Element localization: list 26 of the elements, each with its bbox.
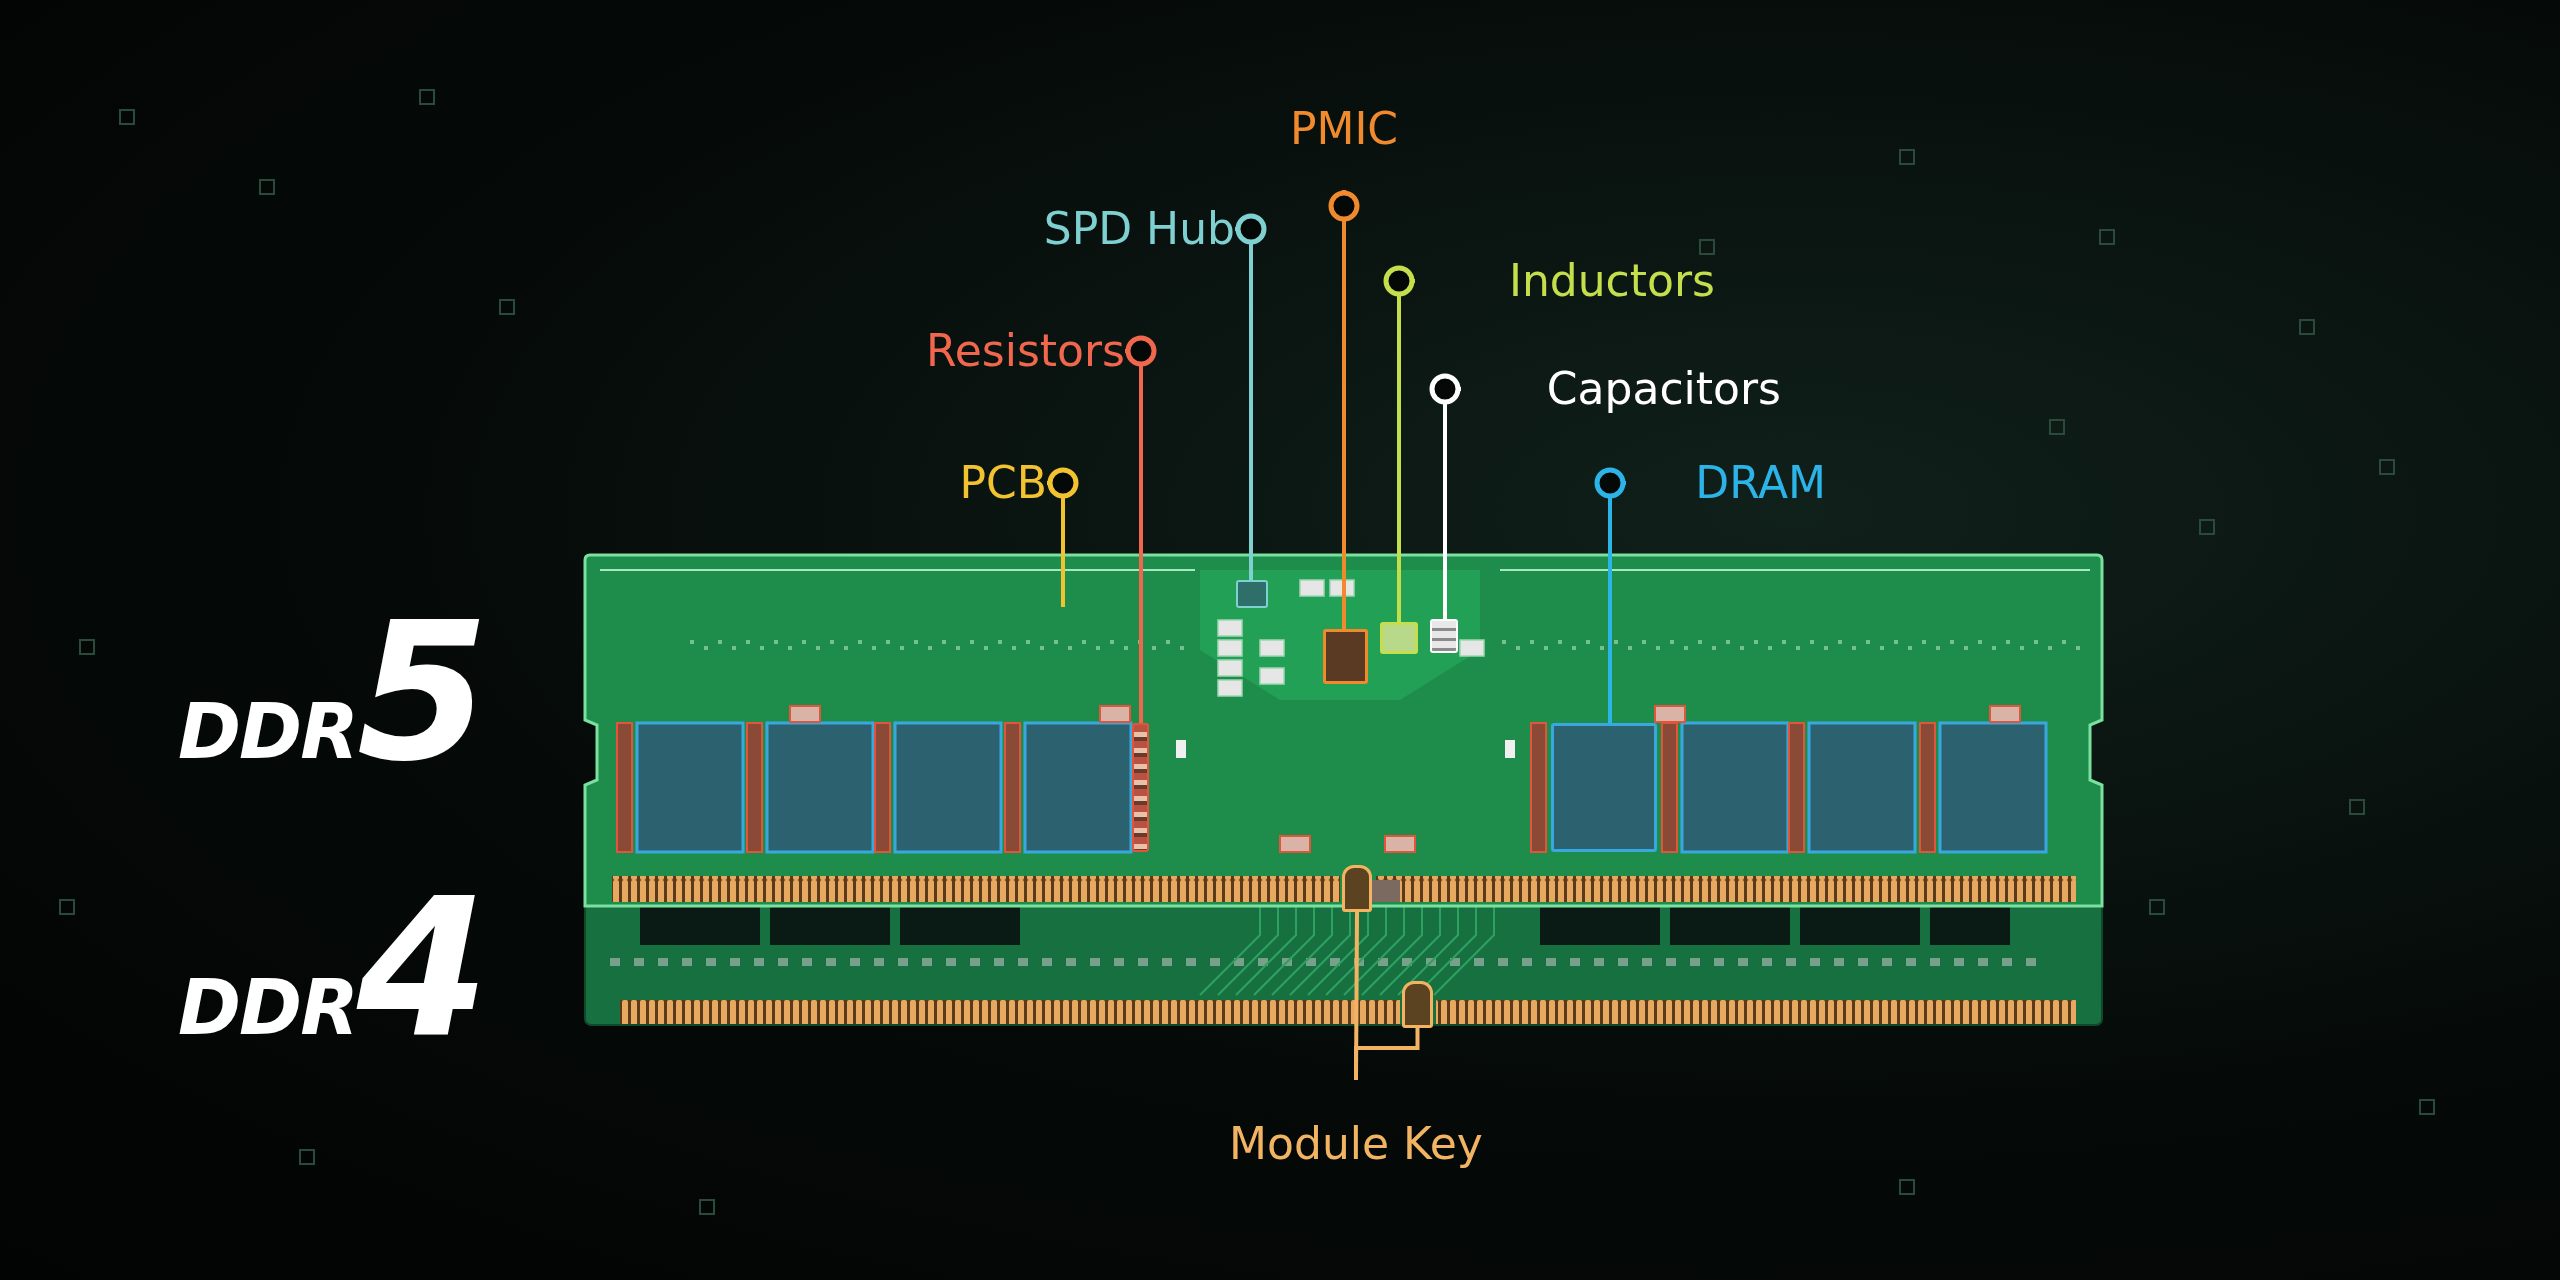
leader-line	[1235, 213, 1267, 580]
leader-line	[1354, 1028, 1420, 1080]
callout-label: Inductors	[1508, 255, 1715, 307]
leader-line	[1125, 335, 1157, 723]
callout-label: DRAM	[1695, 457, 1826, 509]
module-type-label: DDR4	[178, 874, 489, 1064]
pmic-chip	[1323, 629, 1368, 684]
resistor-array	[1132, 723, 1149, 852]
callout-label: Capacitors	[1546, 363, 1781, 415]
dram-chip	[1551, 723, 1657, 852]
module-key-notch	[1342, 865, 1372, 912]
leader-line	[1383, 265, 1415, 622]
leader-line	[1429, 373, 1461, 619]
module-type-label: DDR5	[178, 598, 489, 788]
leader-line	[1328, 190, 1360, 629]
leader-line	[1047, 467, 1079, 607]
inductor	[1380, 622, 1418, 654]
callout-label: PCB	[959, 457, 1047, 509]
module-key-notch	[1402, 981, 1433, 1028]
callout-label: PMIC	[1289, 104, 1399, 155]
callout-label: SPD Hub	[1043, 203, 1235, 255]
callout-label: Resistors	[926, 325, 1125, 377]
capacitor	[1430, 619, 1458, 653]
spd-hub-chip	[1236, 580, 1268, 608]
callout-label: Module Key	[1229, 1119, 1483, 1170]
leader-line	[1594, 467, 1626, 723]
